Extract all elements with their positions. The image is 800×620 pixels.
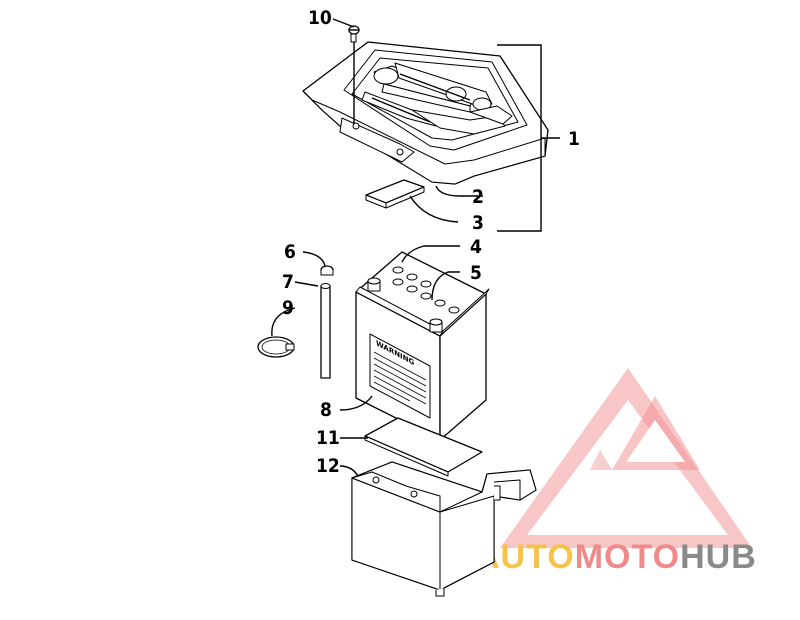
watermark-logo — [500, 368, 752, 548]
callout-2: 2 — [472, 186, 484, 208]
group-bracket — [497, 44, 560, 232]
callout-3: 3 — [472, 212, 484, 234]
callout-6: 6 — [284, 241, 296, 263]
cell-caps-part-5 — [392, 266, 460, 314]
vent-tube-part-7 — [320, 283, 331, 379]
callout-7: 7 — [282, 271, 294, 293]
battery-part-8: WARNING — [355, 251, 490, 441]
callout-4: 4 — [470, 236, 482, 258]
watermark-moto: MOTO — [575, 538, 680, 576]
callout-5: 5 — [470, 262, 482, 284]
leader-lines — [271, 18, 483, 477]
vent-cap-part-6 — [320, 265, 334, 276]
callout-8: 8 — [320, 399, 332, 421]
clamp-part-9 — [257, 336, 295, 358]
watermark-hub: HUB — [680, 538, 757, 576]
pad-part-3 — [365, 179, 425, 209]
callout-1: 1 — [568, 128, 580, 150]
battery-cover-assembly — [302, 41, 549, 185]
callout-12: 12 — [316, 455, 340, 477]
battery-box-part-12 — [351, 461, 537, 597]
screw-part-10 — [348, 25, 360, 124]
watermark-text: AUTOMOTOHUB — [475, 538, 757, 576]
callout-11: 11 — [316, 427, 340, 449]
callout-9: 9 — [282, 297, 294, 319]
callout-10: 10 — [308, 7, 332, 29]
